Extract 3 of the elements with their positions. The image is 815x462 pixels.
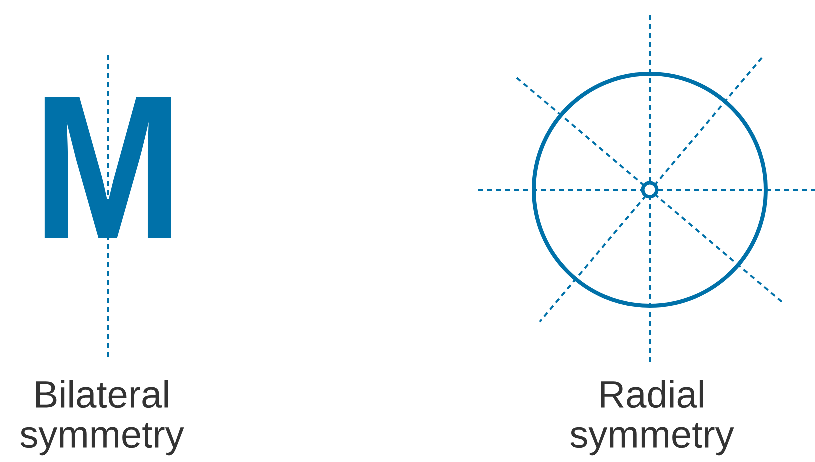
caption: Radial symmetry xyxy=(570,380,734,456)
letter: M xyxy=(44,97,172,238)
caption: Bilateral symmetry xyxy=(20,380,184,456)
